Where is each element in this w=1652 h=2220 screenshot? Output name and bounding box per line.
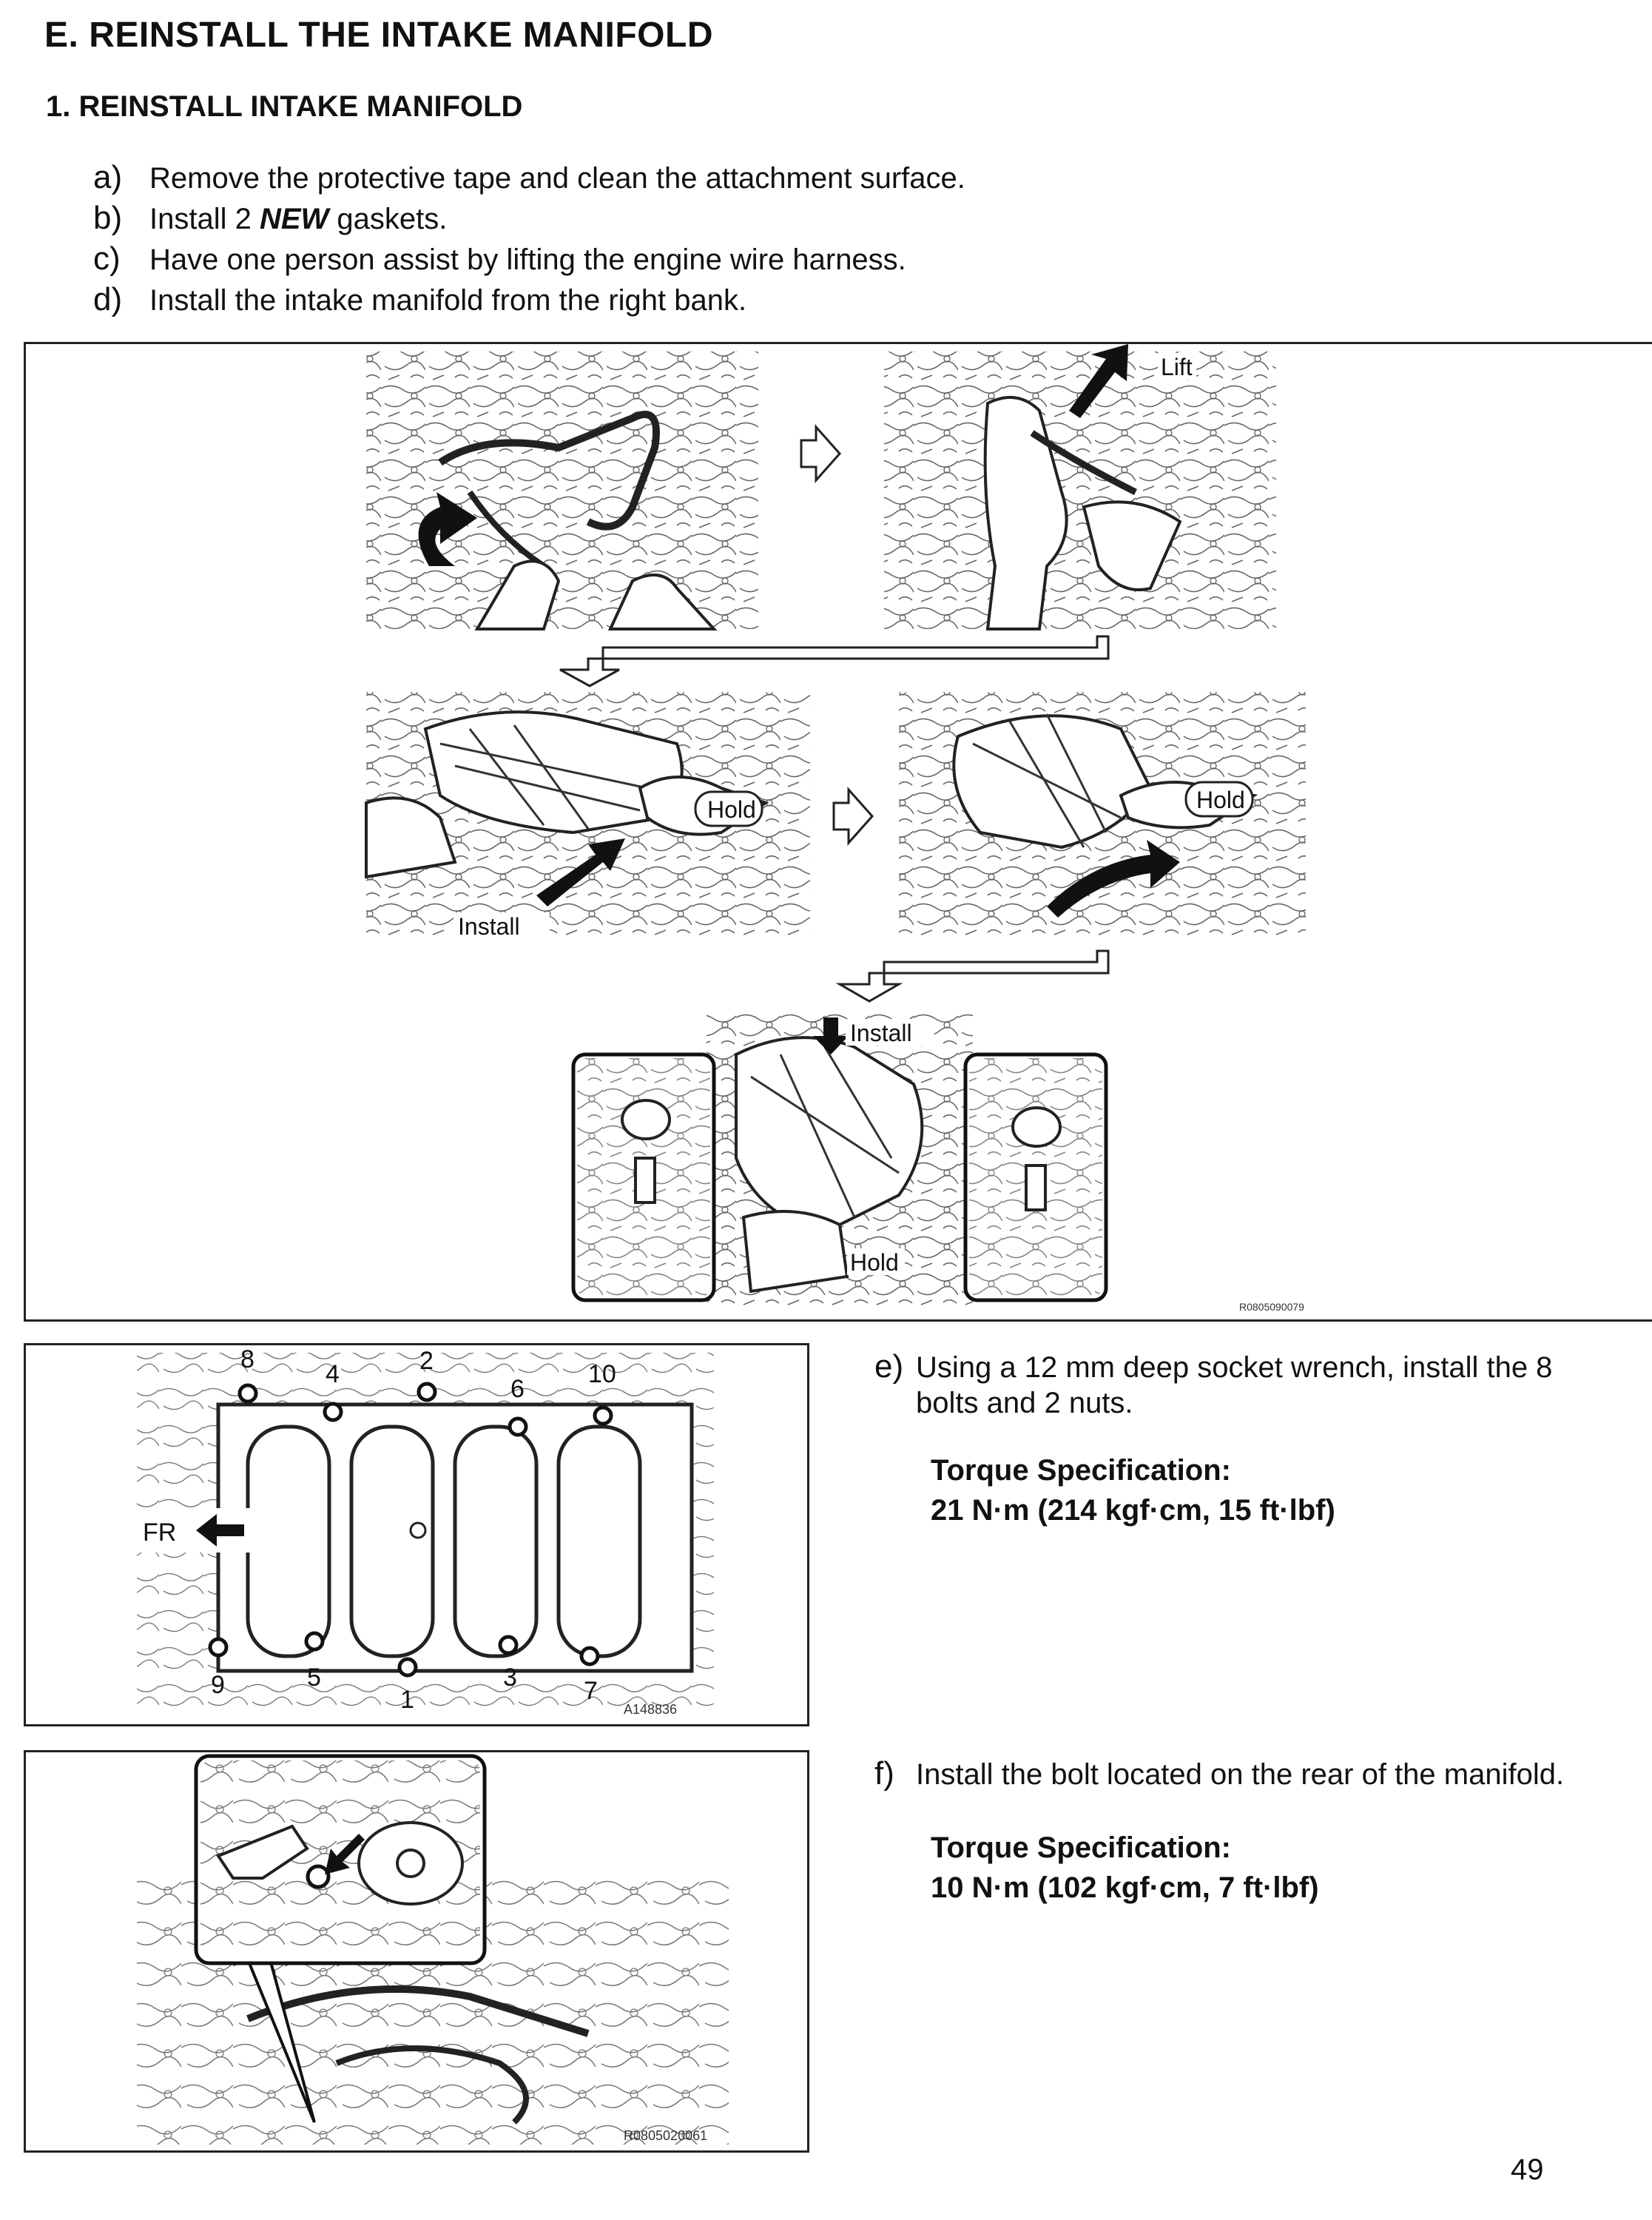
harness-photo-2: Lift bbox=[884, 344, 1276, 630]
step-c: c) Have one person assist by lifting the … bbox=[93, 240, 906, 278]
manifold-outline bbox=[216, 1402, 694, 1673]
step-a: a) Remove the protective tape and clean t… bbox=[93, 159, 965, 196]
harness-photo-1 bbox=[366, 352, 758, 630]
bolt-number-6: 6 bbox=[510, 1375, 525, 1403]
installation-sequence-figure: Lift Hold Install Hold bbox=[24, 342, 1652, 1322]
lift-label: Lift bbox=[1161, 354, 1193, 380]
step-letter: f) bbox=[874, 1755, 894, 1792]
figure-code: R0805020061 bbox=[624, 2128, 707, 2143]
bolt-number-9: 9 bbox=[211, 1671, 225, 1699]
subsection-title: 1. REINSTALL INTAKE MANIFOLD bbox=[46, 90, 523, 123]
bolt-sequence-figure: 1 2 3 4 5 6 7 8 9 10 FR A148836 bbox=[24, 1343, 809, 1726]
step-text-post: gaskets. bbox=[328, 203, 448, 235]
step-f-line: f) Install the bolt located on the rear o… bbox=[874, 1755, 1564, 1792]
bolt-number-1: 1 bbox=[400, 1686, 414, 1714]
hold-label-1: Hold bbox=[707, 796, 756, 823]
torque-spec-f: Torque Specification: 10 N·m (102 kgf·cm… bbox=[931, 1828, 1319, 1908]
bolt-number-4: 4 bbox=[326, 1360, 340, 1388]
section-title: E. REINSTALL THE INTAKE MANIFOLD bbox=[44, 16, 713, 55]
bolt-10 bbox=[593, 1405, 613, 1426]
install-photo-2: Hold bbox=[899, 692, 1306, 936]
step-text: Have one person assist by lifting the en… bbox=[149, 243, 906, 276]
bolt-6 bbox=[508, 1416, 528, 1437]
bolt-2 bbox=[417, 1382, 437, 1402]
hold-label-3: Hold bbox=[850, 1249, 899, 1276]
step-text: Using a 12 mm deep socket wrench, instal… bbox=[916, 1351, 1553, 1384]
page-number: 49 bbox=[1511, 2153, 1544, 2186]
next-step-arrow-icon-2 bbox=[832, 787, 874, 846]
hold-label-2: Hold bbox=[1196, 787, 1245, 813]
new-emphasis: NEW bbox=[259, 203, 329, 235]
bolt-8 bbox=[237, 1383, 258, 1404]
bolt-3 bbox=[498, 1635, 519, 1655]
bolt-7 bbox=[579, 1646, 600, 1666]
left-detail-inset bbox=[571, 1052, 716, 1302]
step-text: Install the intake manifold from the rig… bbox=[149, 284, 747, 317]
install-arrow-icon-1 bbox=[536, 838, 625, 906]
lift-arrow-icon bbox=[1069, 344, 1128, 418]
install-photo-1: Hold Install bbox=[365, 692, 810, 941]
bolt-9 bbox=[208, 1637, 229, 1658]
rotate-arrow-icon bbox=[418, 492, 477, 566]
bolt-arrow-icon bbox=[325, 1834, 365, 1874]
bolt-4 bbox=[323, 1402, 343, 1422]
bolt-number-7: 7 bbox=[584, 1677, 598, 1705]
torque-value: 10 N·m (102 kgf·cm, 7 ft·lbf) bbox=[931, 1871, 1319, 1904]
bolt-number-2: 2 bbox=[419, 1347, 434, 1375]
torque-value: 21 N·m (214 kgf·cm, 15 ft·lbf) bbox=[931, 1494, 1335, 1527]
torque-spec-e: Torque Specification: 21 N·m (214 kgf·cm… bbox=[931, 1450, 1335, 1530]
install-label-1: Install bbox=[458, 913, 520, 940]
right-detail-inset bbox=[963, 1052, 1108, 1302]
step-text-pre: Install 2 bbox=[149, 203, 260, 235]
step-text: Remove the protective tape and clean the… bbox=[149, 162, 965, 195]
step-letter: d) bbox=[93, 281, 123, 317]
step-letter: b) bbox=[93, 200, 123, 236]
torque-label: Torque Specification: bbox=[931, 1454, 1231, 1487]
step-letter: c) bbox=[93, 240, 121, 277]
bolt-number-3: 3 bbox=[503, 1664, 517, 1692]
bolt-1 bbox=[397, 1657, 418, 1678]
down-arrow-icon bbox=[813, 1018, 849, 1054]
bolt-number-5: 5 bbox=[307, 1664, 321, 1692]
down-turn-arrow-icon bbox=[559, 635, 1110, 687]
swing-arrow-icon bbox=[1047, 840, 1180, 918]
step-letter: a) bbox=[93, 159, 123, 195]
next-step-arrow-icon bbox=[800, 424, 842, 483]
rear-bolt bbox=[306, 1864, 331, 1889]
figure-code: R0805090079 bbox=[1239, 1301, 1304, 1313]
step-d: d) Install the intake manifold from the r… bbox=[93, 281, 746, 318]
torque-label: Torque Specification: bbox=[931, 1832, 1231, 1864]
step-e-line1: e) Using a 12 mm deep socket wrench, inst… bbox=[874, 1348, 1552, 1385]
down-turn-arrow-icon-2 bbox=[835, 949, 1110, 1003]
front-arrow-icon bbox=[196, 1514, 244, 1547]
figure-code: A148836 bbox=[624, 1702, 677, 1717]
step-letter: e) bbox=[874, 1348, 904, 1385]
install-label-2: Install bbox=[850, 1020, 912, 1046]
step-e-line2: bolts and 2 nuts. bbox=[916, 1387, 1133, 1419]
rear-bolt-figure: R0805020061 bbox=[24, 1750, 809, 2153]
fr-label: FR bbox=[143, 1518, 176, 1547]
rear-bolt-inset bbox=[194, 1754, 487, 1965]
final-install-photo: Install Hold bbox=[707, 1010, 973, 1306]
bolt-number-8: 8 bbox=[240, 1345, 254, 1373]
step-text: Install the bolt located on the rear of … bbox=[916, 1758, 1565, 1791]
bolt-5 bbox=[304, 1631, 325, 1652]
bolt-number-10: 10 bbox=[588, 1360, 616, 1388]
step-b: b) Install 2 NEW gaskets. bbox=[93, 200, 447, 237]
